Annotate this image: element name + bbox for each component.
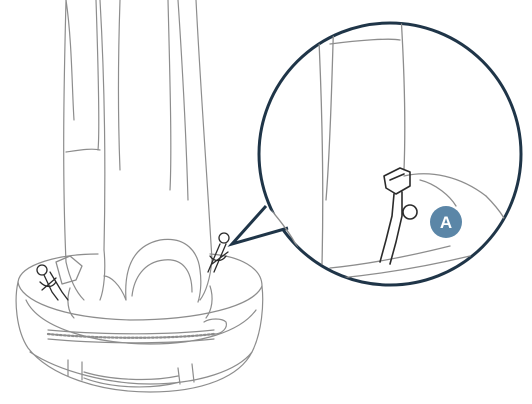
detail-view: A — [232, 0, 521, 285]
callout-badge-a: A — [430, 206, 462, 238]
main-view — [16, 0, 263, 392]
callout-label: A — [440, 213, 452, 232]
detail-circle — [259, 23, 521, 285]
fabric-column — [64, 0, 212, 302]
spring-clip-icon — [403, 205, 417, 219]
left-clip — [37, 256, 82, 300]
